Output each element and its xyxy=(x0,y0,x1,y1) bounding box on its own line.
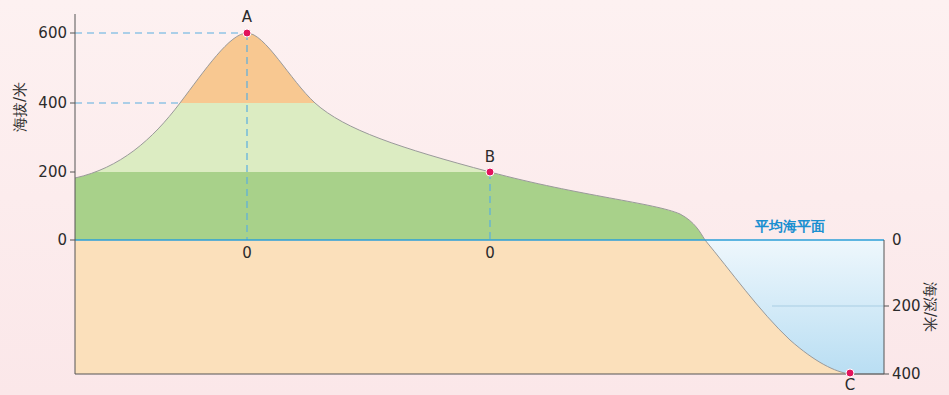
axis-tick-label: 0 xyxy=(57,232,67,249)
sea-fill xyxy=(705,240,884,374)
depth-line xyxy=(772,306,884,307)
axis-tick-label: 400 xyxy=(38,95,67,112)
land-layers xyxy=(75,0,775,240)
point-label: C xyxy=(845,377,855,394)
land-outline xyxy=(75,33,705,240)
axis-tick-label: 600 xyxy=(38,25,67,42)
axes xyxy=(70,14,889,374)
sea-level-label: 平均海平面 xyxy=(755,219,825,234)
axis-tick-label: 0 xyxy=(892,232,902,249)
position-mark: 0 xyxy=(242,245,252,262)
seabed-outline xyxy=(705,240,884,374)
ground-fill xyxy=(75,240,884,374)
guide-lines xyxy=(75,33,490,240)
axis-title: 海拔/米 xyxy=(12,82,29,132)
axis-tick-label: 400 xyxy=(892,366,921,383)
position-mark: 0 xyxy=(485,245,495,262)
axis-title: 海深/米 xyxy=(922,282,939,332)
sea-level-line xyxy=(75,239,884,241)
point-markers xyxy=(243,29,854,377)
point-label: B xyxy=(485,149,495,166)
axis-tick-label: 200 xyxy=(38,164,67,181)
point-label: A xyxy=(242,9,252,26)
axis-tick-label: 200 xyxy=(892,298,921,315)
